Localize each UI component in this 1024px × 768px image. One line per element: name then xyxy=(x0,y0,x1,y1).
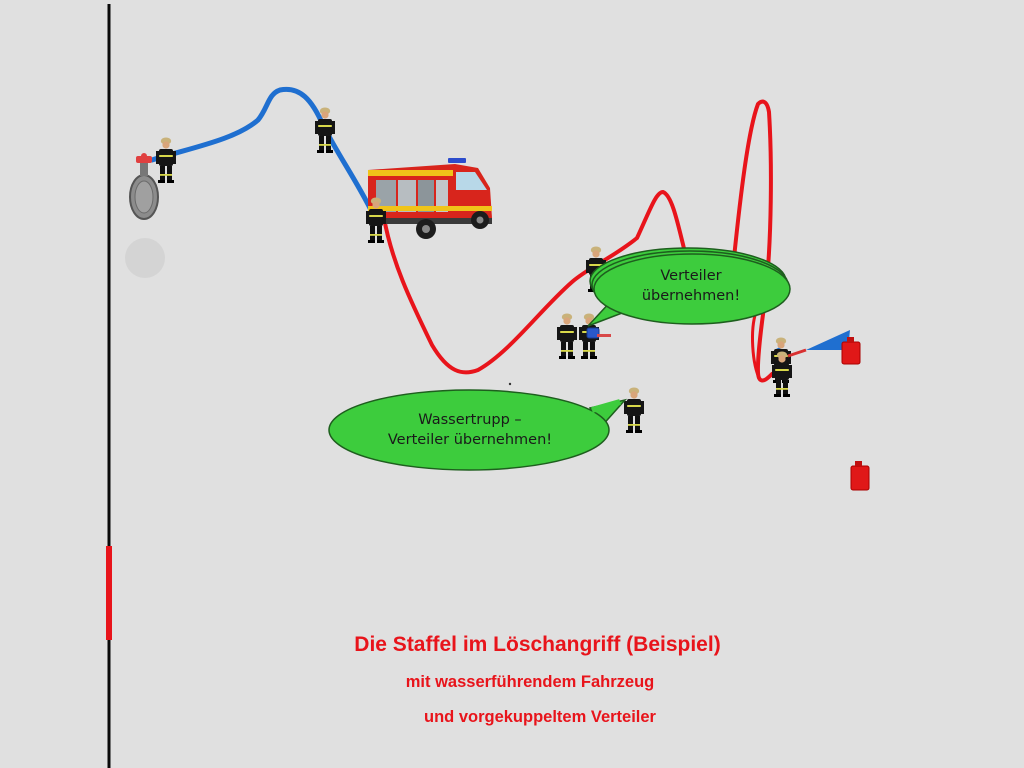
hydrant-shadow xyxy=(125,238,165,278)
bubble-large-line2: Verteiler übernehmen! xyxy=(387,432,553,448)
attack-hose xyxy=(382,99,774,383)
jerrycan-icon xyxy=(850,461,870,491)
firefighter-icon xyxy=(557,313,577,359)
water-jet-icon xyxy=(787,330,850,358)
attack-hose-loop xyxy=(751,311,762,381)
dot-marker xyxy=(508,382,512,386)
hydrant-icon xyxy=(129,153,159,220)
bubble-small-text: Verteiler übernehmen! xyxy=(616,266,766,306)
bubble-small-line1: Verteiler xyxy=(660,268,722,284)
bubble-large-text: Wassertrupp – Verteiler übernehmen! xyxy=(350,410,590,450)
bubble-small-line2: übernehmen! xyxy=(641,288,741,304)
speech-bubble-small xyxy=(587,247,791,327)
supply-hose xyxy=(149,86,375,215)
fire-truck-icon xyxy=(368,158,492,239)
speech-bubble-large xyxy=(328,389,628,471)
diagram-subtitle-line2: und vorgekuppeltem Verteiler xyxy=(424,708,656,726)
bubble-large-line1: Wassertrupp – xyxy=(418,412,522,428)
jerrycan-icon xyxy=(841,337,861,365)
firefighter-icon xyxy=(624,387,644,433)
water-distributor-icon xyxy=(586,327,611,339)
diagram-subtitle-line1: mit wasserführendem Fahrzeug xyxy=(405,673,655,691)
diagram-title: Die Staffel im Löschangriff (Beispiel) xyxy=(354,633,721,656)
firefighter-icon xyxy=(156,137,176,183)
